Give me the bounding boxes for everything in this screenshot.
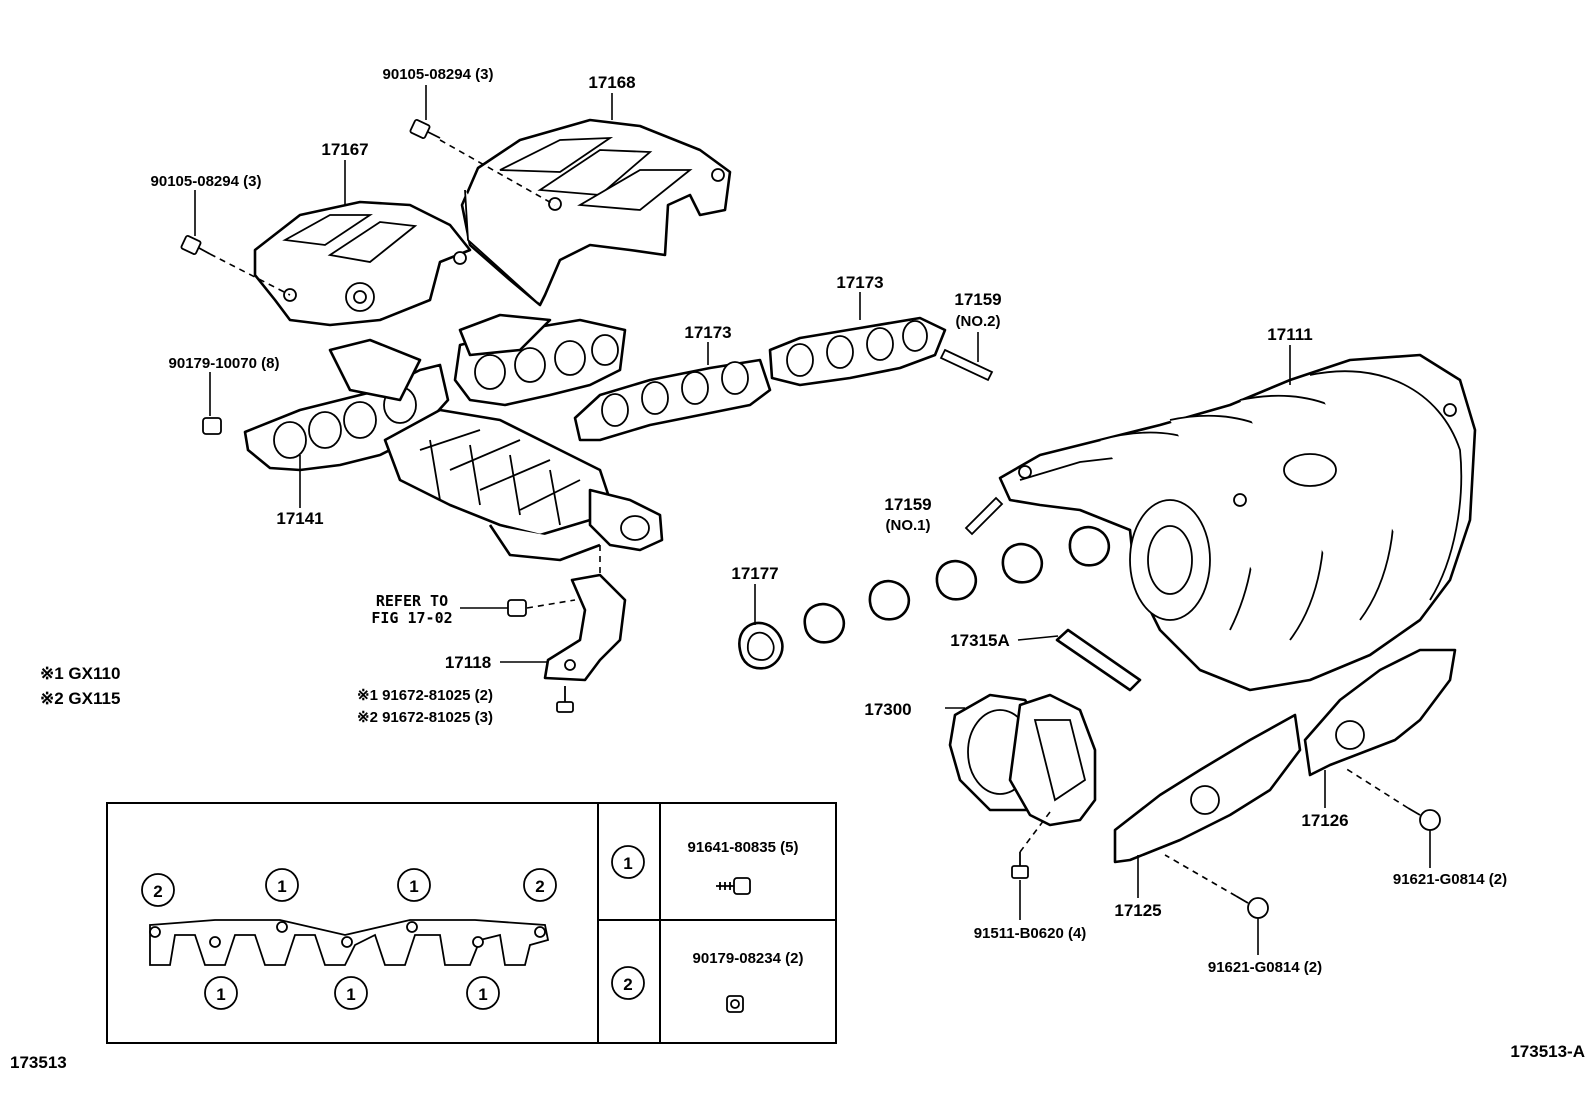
label-17173-left: 17173: [684, 323, 731, 342]
label-refer-to: REFER TO: [376, 592, 448, 610]
bolt-layout-inset: 2 1 1 2 1 1 1 1 2 91641-80835 (5) 90179-…: [106, 802, 837, 1044]
label-91621-right: 91621-G0814 (2): [1393, 871, 1507, 888]
label-17111: 17111: [1267, 325, 1312, 344]
label-17159-no2: 17159: [954, 290, 1001, 309]
inset-bolt-91641: 91641-80835 (5): [688, 839, 799, 856]
label-91672-1: ※1 91672-81025 (2): [357, 687, 493, 704]
legend-gx115: ※2 GX115: [40, 689, 120, 708]
bracket-17118[interactable]: [543, 573, 627, 682]
inset-key-1: 1: [623, 854, 632, 873]
label-17141: 17141: [276, 509, 323, 528]
inset-bolt-90179: 90179-08234 (2): [693, 950, 804, 967]
inset-num-1-c: 1: [216, 985, 225, 1004]
exhaust-manifold-17141[interactable]: [243, 313, 664, 562]
stud-17159-no2[interactable]: [939, 348, 994, 382]
dash-line-6: [1344, 767, 1409, 809]
stud-17159-no1[interactable]: [964, 496, 1004, 536]
inset-num-2-b: 2: [535, 877, 544, 896]
diagram-code-left: 173513: [10, 1053, 67, 1072]
dash-line-2: [209, 253, 291, 296]
nut-90179-icon: [726, 995, 744, 1013]
label-90179-10070: 90179-10070 (8): [169, 355, 280, 372]
gasket-17315a[interactable]: [1055, 628, 1142, 692]
label-17168: 17168: [588, 73, 635, 92]
label-91621-lower: 91621-G0814 (2): [1208, 959, 1322, 976]
dash-line-3: [526, 599, 576, 609]
label-91672-2: ※2 91672-81025 (3): [357, 709, 493, 726]
inset-num-1-e: 1: [478, 985, 487, 1004]
label-17159-no1-note: (NO.1): [886, 517, 931, 534]
bolt-91621-lower[interactable]: [1235, 895, 1269, 919]
label-17300: 17300: [864, 700, 911, 719]
bolt-91621-right[interactable]: [1407, 807, 1441, 831]
label-refer-fig: FIG 17-02: [371, 609, 452, 627]
label-91511: 91511-B0620 (4): [974, 925, 1087, 942]
leader-lines: [194, 85, 1431, 955]
exhaust-gasket-17173-left[interactable]: [573, 358, 772, 442]
dash-line-1: [439, 139, 556, 206]
nut-refer-fig[interactable]: [507, 599, 527, 617]
heat-insulator-17168[interactable]: [460, 118, 732, 307]
label-17315a: 17315A: [950, 631, 1010, 650]
label-90105-upper: 90105-08294 (3): [383, 66, 494, 83]
stay-17126[interactable]: [1303, 648, 1457, 777]
heat-insulator-17167[interactable]: [253, 200, 472, 327]
label-17126: 17126: [1301, 811, 1348, 830]
exhaust-gasket-17173-right[interactable]: [768, 316, 947, 387]
label-17177: 17177: [731, 564, 778, 583]
label-17159-no2-note: (NO.2): [956, 313, 1001, 330]
nut-90179-10070[interactable]: [202, 417, 222, 435]
throttle-body-17300[interactable]: [948, 693, 1097, 827]
label-17125: 17125: [1114, 901, 1161, 920]
intake-gasket-17177[interactable]: [738, 525, 1111, 670]
label-90105-left: 90105-08294 (3): [151, 173, 262, 190]
dash-line-5: [1019, 811, 1051, 853]
inset-num-1-d: 1: [346, 985, 355, 1004]
label-17167: 17167: [321, 140, 368, 159]
inset-num-2-a: 2: [153, 882, 162, 901]
inset-num-1-a: 1: [277, 877, 286, 896]
bolt-90105-upper[interactable]: [409, 119, 441, 139]
label-17118: 17118: [445, 653, 491, 672]
label-17173-right: 17173: [836, 273, 883, 292]
legend-gx110: ※1 GX110: [40, 664, 120, 683]
bolt-90105-left[interactable]: [180, 235, 211, 255]
inset-num-1-b: 1: [409, 877, 418, 896]
diagram-code-right: 173513-A: [1510, 1042, 1585, 1061]
intake-manifold-17111[interactable]: [998, 353, 1477, 692]
bolt-91672[interactable]: [556, 686, 574, 713]
bolt-91641-icon: [716, 877, 751, 895]
bolt-91511[interactable]: [1011, 852, 1029, 879]
inset-key-2: 2: [623, 975, 632, 994]
stay-17125[interactable]: [1113, 713, 1302, 864]
label-17159-no1: 17159: [884, 495, 931, 514]
dash-line-7: [1164, 854, 1237, 897]
